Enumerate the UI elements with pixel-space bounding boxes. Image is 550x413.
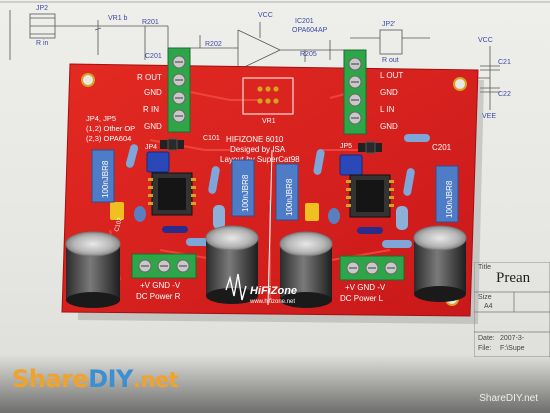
opamp-socket-r <box>148 172 196 216</box>
jumper-note-line2: (1,2) Other OP <box>86 124 135 133</box>
c201-label: C201 <box>432 143 452 152</box>
file-label: File: <box>478 345 492 352</box>
date-label: Date: <box>478 335 495 342</box>
schem-label-jp2p: JP2' <box>382 21 395 28</box>
jumper-note-line1: JP4, JP5 <box>86 114 116 123</box>
power-r-title: DC Power R <box>136 292 181 301</box>
power-terminal-r <box>131 253 197 279</box>
pin-label-l-gnd: GND <box>380 88 398 97</box>
film-cap-label-right: 100nJBR8 <box>445 180 454 218</box>
hifizone-url-text: www.hifizone.net <box>249 299 295 305</box>
terminal-block-r-io <box>167 47 191 133</box>
terminal-block-l-io <box>343 49 367 135</box>
vr1-footprint <box>242 77 294 115</box>
sharediy-logo: Share DIY .net <box>12 365 179 393</box>
schem-label-rin: R in <box>36 40 49 47</box>
film-cap-mid-left <box>231 159 255 217</box>
jumper-note-line3: (2,3) OPA604 <box>86 134 131 143</box>
center-divider <box>267 149 273 306</box>
credit-line1: HIFIZONE 6010 <box>226 135 284 144</box>
schem-label-vcc-right: VCC <box>478 37 493 44</box>
film-cap-left <box>91 149 115 203</box>
pin-label-r-out: R OUT <box>137 73 162 82</box>
small-caps <box>110 202 408 230</box>
schem-label-vee: VEE <box>482 113 496 120</box>
power-terminal-l <box>339 255 405 281</box>
logo-net-text: .net <box>132 368 179 392</box>
logo-share-text: Share <box>12 365 89 393</box>
schem-label-ic201: IC201 <box>295 18 314 25</box>
pin-label-r-gnd: GND <box>144 88 162 97</box>
electrolytic-cap-3 <box>279 231 333 308</box>
credit-line2: Desiged by ISA <box>230 145 286 154</box>
schem-label-r202: R202 <box>205 41 222 48</box>
film-cap-label-left: 100nJBR8 <box>101 160 110 198</box>
film-cap-label-mid-right: 100nJBR8 <box>285 178 294 216</box>
c102-label: C102 <box>114 216 124 232</box>
schem-label-vr1b: VR1 b <box>108 15 128 22</box>
logo-diy-text: DIY <box>88 365 133 393</box>
schem-label-c201: C201 <box>145 53 162 60</box>
schem-label-vcc: VCC <box>258 12 273 19</box>
size-value: A4 <box>484 303 493 310</box>
pin-label-r-in: R IN <box>143 105 159 114</box>
schem-label-opa604ap: OPA604AP <box>292 27 328 34</box>
film-cap-mid-right <box>275 163 299 221</box>
schem-label-r201: R201 <box>142 19 159 26</box>
file-value: F:\Supe <box>500 345 525 352</box>
schem-label-jp2: JP2 <box>36 5 48 12</box>
pin-label-r-gnd2: GND <box>144 122 162 131</box>
hifizone-brand-text: HiFiZone <box>250 285 297 297</box>
trim-pot-l <box>339 154 363 176</box>
jp5-label: JP5 <box>340 143 352 150</box>
c101-label: C101 <box>203 135 220 142</box>
hifizone-logo: HiFiZone www.hifizone.net <box>225 273 297 305</box>
title-label: Title <box>478 264 491 271</box>
film-cap-label-mid-left: 100nJBR8 <box>241 174 250 212</box>
footer-shade <box>0 355 550 413</box>
date-value: 2007-3- <box>500 335 525 342</box>
electrolytic-cap-4 <box>413 225 467 302</box>
schem-label-r205: R205 <box>300 51 317 58</box>
schem-label-c21: C21 <box>498 59 511 66</box>
mounting-hole <box>81 73 95 87</box>
power-l-pins-label: +V GND -V <box>345 283 386 292</box>
size-label: Size <box>478 294 492 301</box>
jp4-label: JP4 <box>145 144 157 151</box>
jumper-jp5 <box>358 141 382 154</box>
pin-label-l-gnd2: GND <box>380 122 398 131</box>
film-cap-right <box>435 165 459 223</box>
schem-label-c22: C22 <box>498 91 511 98</box>
credit-line3: Layout by SuperCat98 <box>220 155 300 164</box>
opamp-socket-l <box>346 174 394 218</box>
electrolytic-cap-1 <box>65 231 121 308</box>
power-l-title: DC Power L <box>340 294 384 303</box>
mounting-hole <box>453 77 467 91</box>
schem-label-rout: R out <box>382 57 399 64</box>
pin-label-l-in: L IN <box>380 105 395 114</box>
title-value: Prean <box>496 270 531 286</box>
trim-pot-r <box>146 151 170 173</box>
vr1-label: VR1 <box>262 118 276 125</box>
schematic-title-block: Title Prean Size A4 Date: 2007-3- File: … <box>474 262 550 357</box>
power-r-pins-label: +V GND -V <box>140 281 181 290</box>
pin-label-l-out: L OUT <box>380 71 403 80</box>
jumper-jp4 <box>160 138 184 151</box>
sharediy-watermark: ShareDIY.net <box>479 393 538 404</box>
